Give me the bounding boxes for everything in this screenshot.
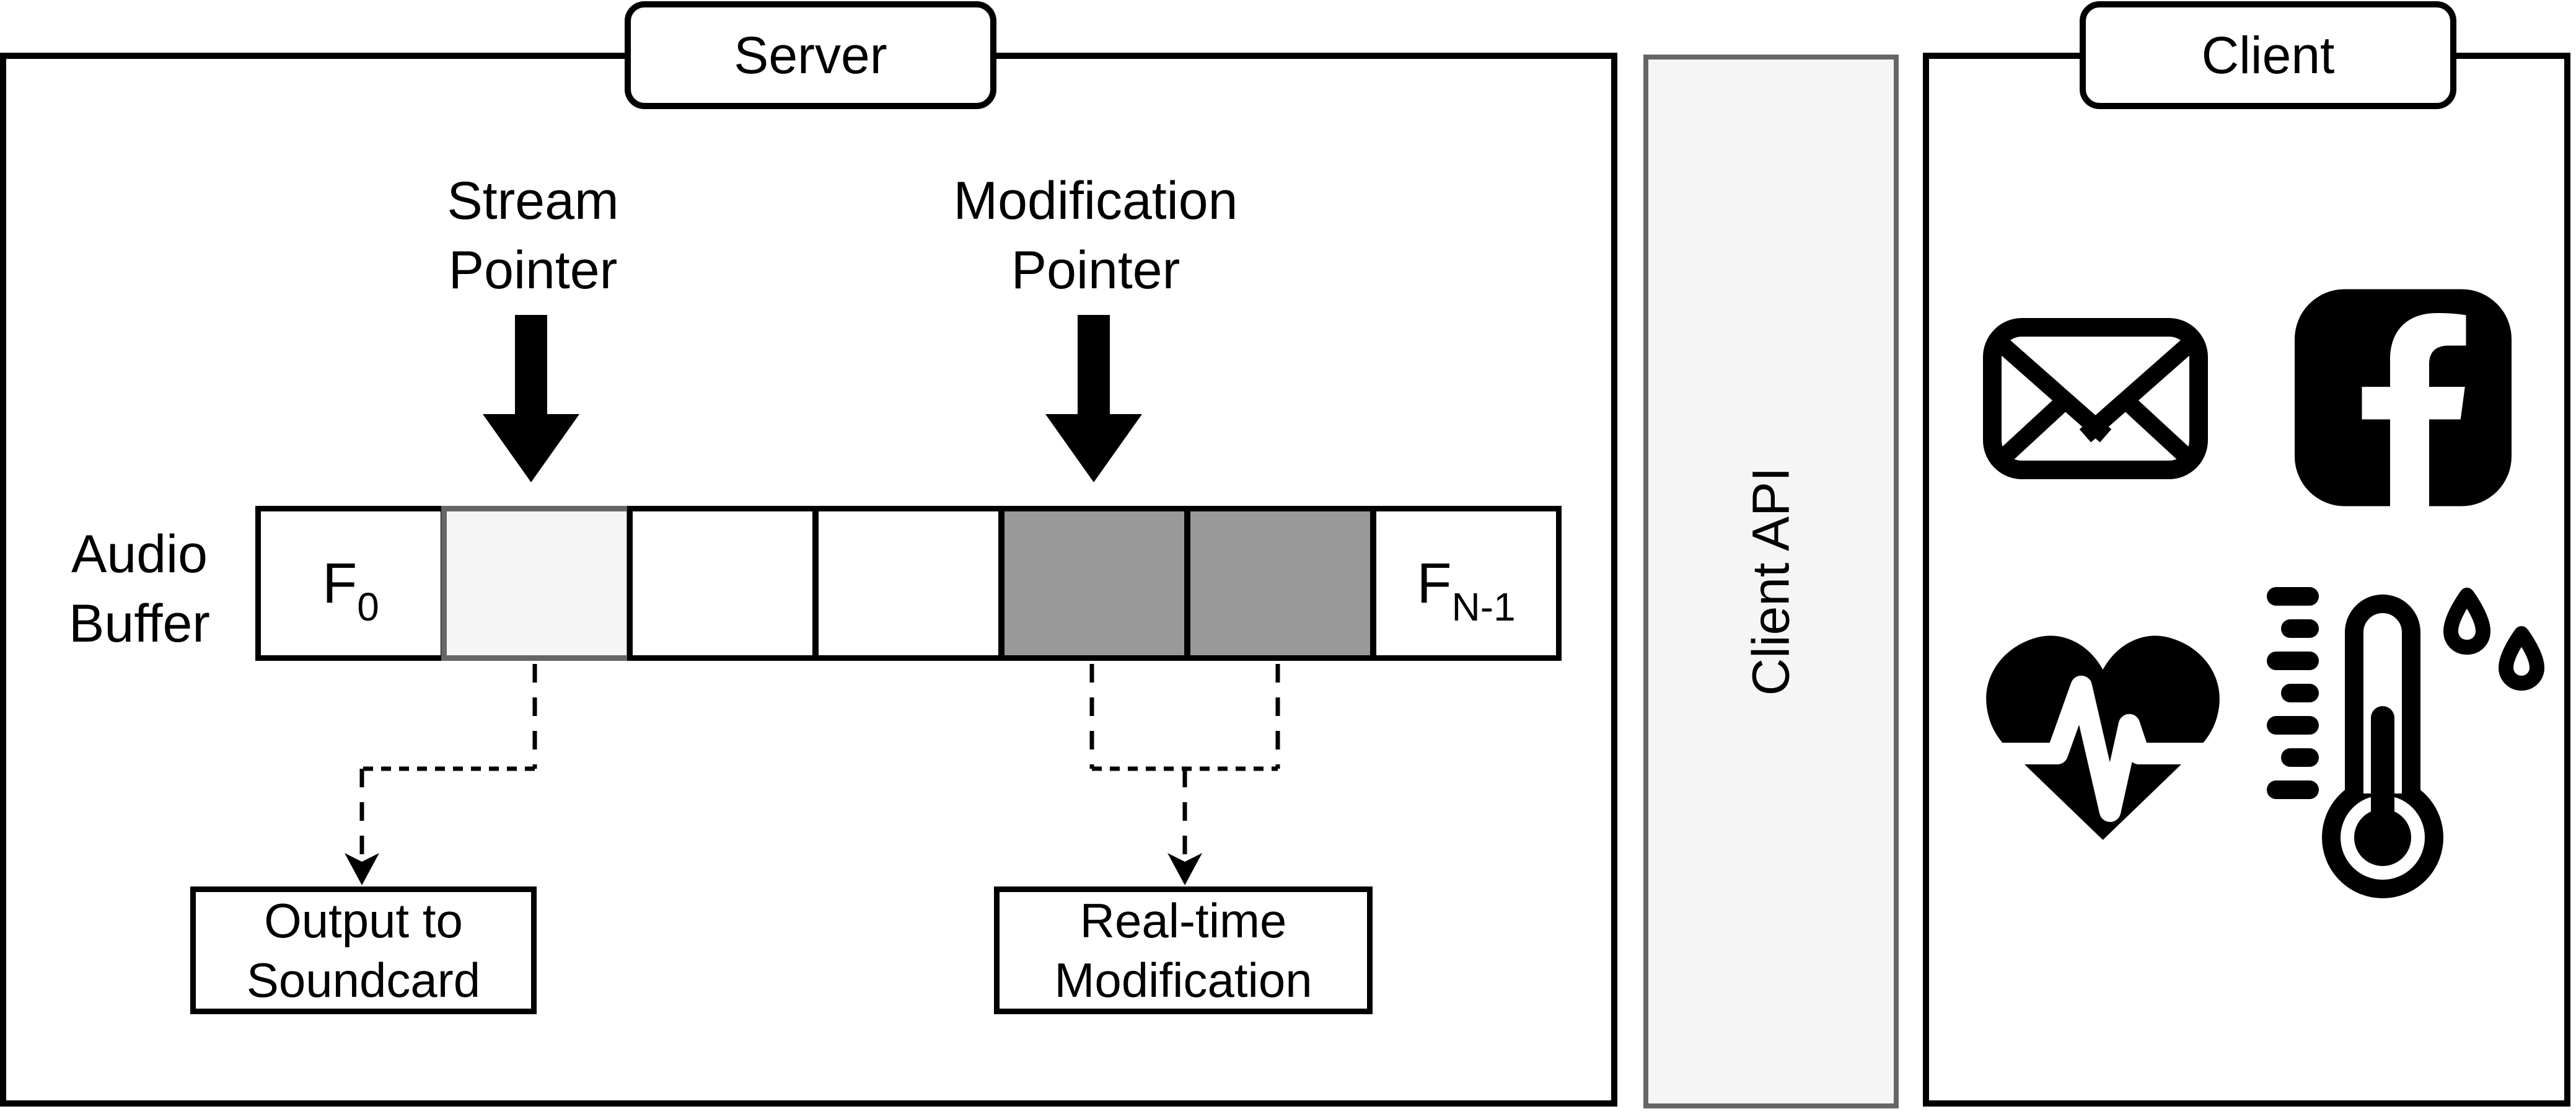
droplet-icon (2443, 588, 2544, 691)
mail-icon (1983, 318, 2208, 479)
audio-buffer-label: Audio Buffer (69, 524, 210, 653)
thermometer-icon (2267, 587, 2544, 898)
server-title-box: Server (625, 1, 996, 109)
buffer-cell-3 (813, 506, 1004, 661)
client-box (1923, 53, 2570, 1107)
server-title: Server (734, 25, 887, 84)
buffer-cell-label: FN-1 (1417, 551, 1516, 629)
audio-buffer-row: F0 FN-1 (255, 506, 1562, 661)
buffer-cell-0: F0 (255, 506, 446, 661)
buffer-cell-2 (627, 506, 818, 661)
client-api-bar (1643, 55, 1899, 1108)
buffer-cell-4 (999, 506, 1190, 661)
output-to-soundcard-box: Output to Soundcard (190, 886, 537, 1014)
client-title-box: Client (2080, 1, 2456, 109)
heartbeat-icon (1986, 635, 2220, 840)
realtime-modification-box: Real-time Modification (994, 886, 1373, 1014)
buffer-cell-1 (441, 506, 632, 661)
client-api-label: Client API (1741, 467, 1800, 696)
modification-pointer-label: Modification Pointer (953, 171, 1238, 300)
buffer-cell-label: F0 (322, 551, 379, 629)
buffer-cell-5 (1185, 506, 1376, 661)
client-title: Client (2201, 25, 2335, 84)
facebook-icon (2295, 289, 2512, 506)
buffer-cell-6: FN-1 (1371, 506, 1562, 661)
stream-pointer-label: Stream Pointer (447, 171, 619, 300)
